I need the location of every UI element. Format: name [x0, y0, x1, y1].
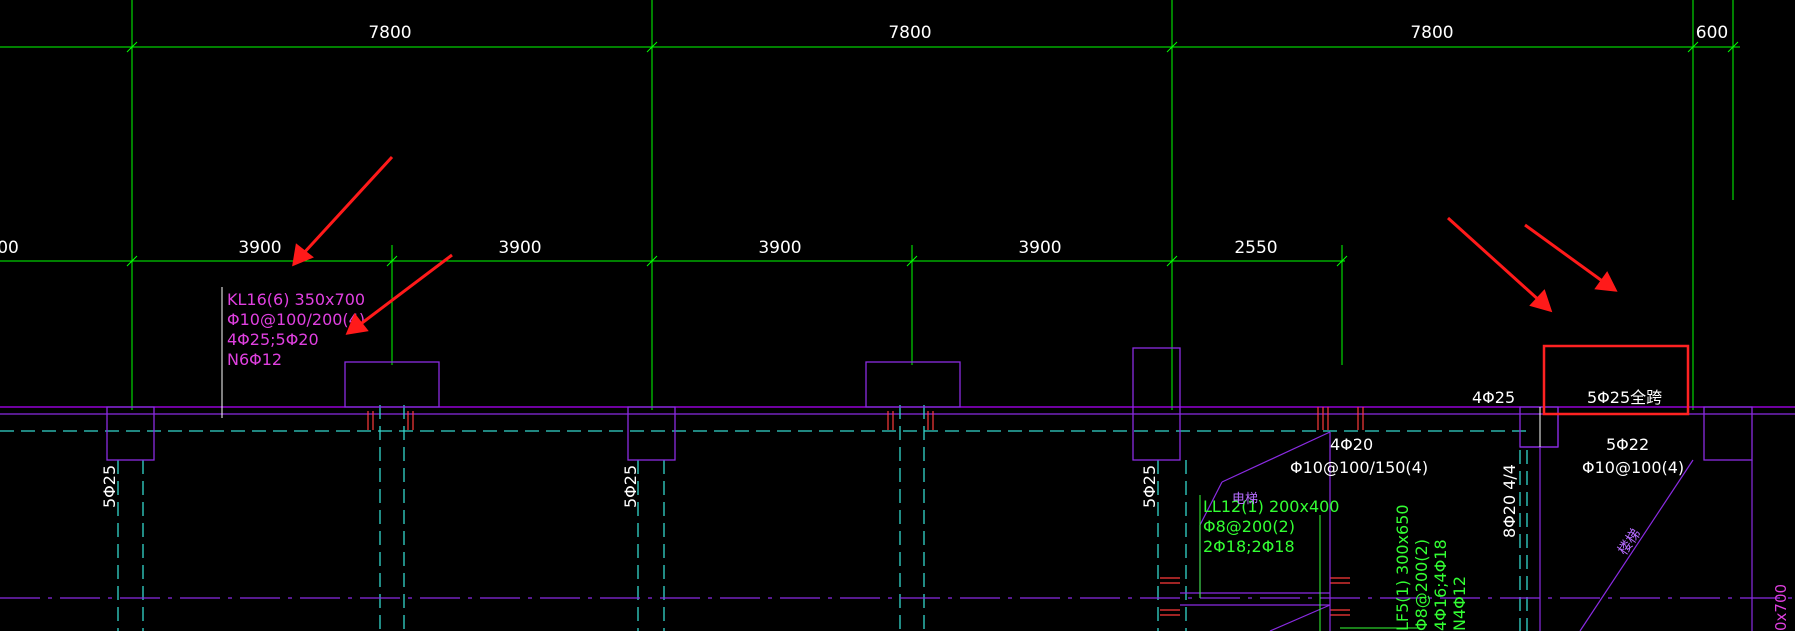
- span2-top-label: 4Φ20: [1330, 435, 1373, 454]
- dim-text-1: 7800: [368, 23, 411, 43]
- column-3: [1132, 347, 1181, 461]
- arrow-2: [345, 253, 453, 335]
- arrow-1: [292, 155, 394, 267]
- lower-structure-lines: [0, 407, 1795, 631]
- dim2-text-3: 3900: [758, 238, 801, 258]
- column-1: [106, 406, 155, 461]
- dim2-text-5: 2550: [1234, 238, 1277, 258]
- column-label-2: 5Φ25: [621, 465, 640, 508]
- span3-top-label: 5Φ22: [1606, 435, 1649, 454]
- edge-label: 0x700: [1772, 584, 1790, 631]
- secondary-beam-line3: 2Φ18;2Φ18: [1203, 537, 1295, 556]
- lf-beam-annotation: LF5(1) 300x650 Φ8@200(2) 4Φ16;4Φ18 N4Φ12: [1393, 504, 1469, 631]
- dim2-text-1: 3900: [238, 238, 281, 258]
- dim2-text-4: 3900: [1018, 238, 1061, 258]
- axis-grid-lines: [0, 0, 1740, 410]
- red-arrows: [292, 155, 1618, 335]
- dim2-text-0: 00: [0, 238, 19, 258]
- lf-beam-line2: Φ8@200(2): [1412, 539, 1431, 631]
- support-label-highlighted: 5Φ25全跨: [1587, 388, 1662, 407]
- column-2: [627, 406, 676, 461]
- column-labels: 5Φ25 5Φ25 5Φ25 8Φ20 4/4: [100, 464, 1519, 538]
- lf-beam-line4: N4Φ12: [1450, 576, 1469, 631]
- secondary-beam-line1: LL12(1) 200x400: [1203, 497, 1339, 516]
- beam-stub-1: [344, 361, 440, 408]
- column-label-1: 5Φ25: [100, 465, 119, 508]
- columns: [106, 347, 1753, 461]
- column-label-3: 5Φ25: [1140, 465, 1159, 508]
- dim-text-3: 7800: [1410, 23, 1453, 43]
- lf-beam-line1: LF5(1) 300x650: [1393, 504, 1412, 631]
- beam-annotation-line1: KL16(6) 350x700: [227, 290, 365, 309]
- elevator-tag: 电梯: [1232, 492, 1258, 507]
- column-4: [1703, 406, 1753, 461]
- lf-beam-line3: 4Φ16;4Φ18: [1431, 539, 1450, 631]
- beam-stub-2: [865, 361, 961, 408]
- secondary-beam-annotation: LL12(1) 200x400 Φ8@200(2) 2Φ18;2Φ18: [1203, 497, 1339, 556]
- leader-lines: [221, 287, 1541, 447]
- dim-text-2: 7800: [888, 23, 931, 43]
- secondary-beam-line2: Φ8@200(2): [1203, 517, 1295, 536]
- beam-annotation-line3: 4Φ25;5Φ20: [227, 330, 319, 349]
- support-label-left: 4Φ25: [1472, 388, 1515, 407]
- span2-stirrup-label: Φ10@100/150(4): [1290, 458, 1428, 477]
- arrow-4: [1524, 223, 1618, 292]
- top-dimension-texts: 7800 7800 7800 600: [368, 23, 1728, 43]
- dim2-text-2: 3900: [498, 238, 541, 258]
- beam-annotation-line2: Φ10@100/200(4): [227, 310, 365, 329]
- secondary-beam-lines: [1199, 495, 1420, 631]
- dashed-beam-lines: [0, 405, 1530, 631]
- highlight-box: [1542, 344, 1690, 416]
- vertical-rebar-label: 8Φ20 4/4: [1500, 464, 1519, 538]
- span3-stirrup-label: Φ10@100(4): [1582, 458, 1684, 477]
- rebar-marks: [367, 407, 1364, 616]
- dimension-ticks: [126, 41, 1739, 267]
- support-labels: 4Φ25 5Φ25全跨 4Φ20 Φ10@100/150(4) 5Φ22 Φ10…: [1290, 388, 1684, 477]
- beam-annotation-line4: N6Φ12: [227, 350, 282, 369]
- dim-text-4: 600: [1696, 23, 1728, 43]
- beam-annotation: KL16(6) 350x700 Φ10@100/200(4) 4Φ25;5Φ20…: [227, 290, 365, 369]
- arrow-3: [1446, 216, 1553, 313]
- secondary-dimension-texts: 00 3900 3900 3900 3900 2550: [0, 238, 1278, 258]
